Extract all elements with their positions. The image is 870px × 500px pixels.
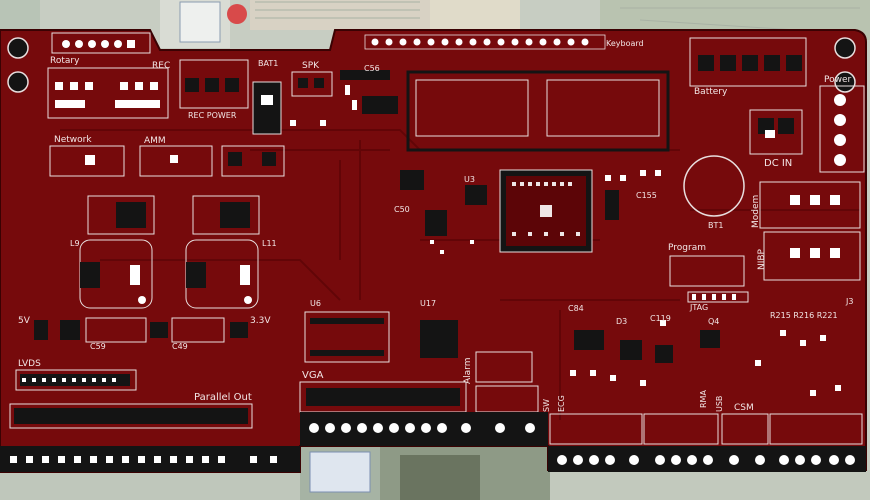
label-rma: RMA (699, 390, 708, 408)
label-c59: C59 (90, 342, 106, 351)
label-rec: REC (152, 61, 171, 71)
label-c49: C49 (172, 342, 188, 351)
label-l11: L11 (262, 239, 277, 248)
label-l9: L9 (70, 239, 80, 248)
label-3v3: 3.3V (250, 316, 271, 326)
label-spk: SPK (302, 61, 320, 71)
label-jtag: JTAG (690, 303, 709, 312)
label-nibp: NIBP (757, 249, 767, 270)
label-power: Power (824, 75, 852, 85)
label-u3: U3 (464, 175, 475, 184)
label-amm: AMM (144, 136, 166, 146)
label-c155: C155 (636, 191, 657, 200)
label-5v: 5V (18, 316, 30, 326)
label-c50: C50 (394, 205, 410, 214)
label-network: Network (54, 135, 92, 145)
label-battery: Battery (694, 87, 728, 97)
label-program: Program (668, 243, 706, 253)
label-alarm: Alarm (463, 357, 473, 384)
label-c84: C84 (568, 304, 584, 313)
label-dc-in: DC IN (764, 158, 793, 169)
label-vga: VGA (302, 370, 324, 381)
label-csm: CSM (734, 403, 754, 413)
label-usb: USB (715, 395, 724, 412)
label-keyboard: Keyboard (606, 39, 644, 48)
label-rotary: Rotary (50, 56, 80, 66)
label-u17: U17 (420, 299, 437, 308)
label-r215-r221: R215 R216 R221 (770, 311, 838, 320)
label-lvds: LVDS (18, 359, 41, 369)
label-sw: SW (542, 399, 551, 412)
label-modem: Modem (751, 194, 761, 228)
label-bt1: BT1 (708, 221, 724, 230)
label-u6: U6 (310, 299, 321, 308)
label-rec-power: REC POWER (188, 111, 237, 120)
label-q4: Q4 (708, 317, 720, 326)
label-j3: J3 (846, 297, 854, 306)
label-bat1: BAT1 (258, 59, 279, 68)
label-c56: C56 (364, 64, 380, 73)
label-ecg: ECG (557, 395, 566, 412)
label-c119: C119 (650, 314, 671, 323)
label-parallel-out: Parallel Out (194, 392, 252, 403)
label-d3: D3 (616, 317, 628, 326)
mounting-holes (7, 37, 856, 93)
